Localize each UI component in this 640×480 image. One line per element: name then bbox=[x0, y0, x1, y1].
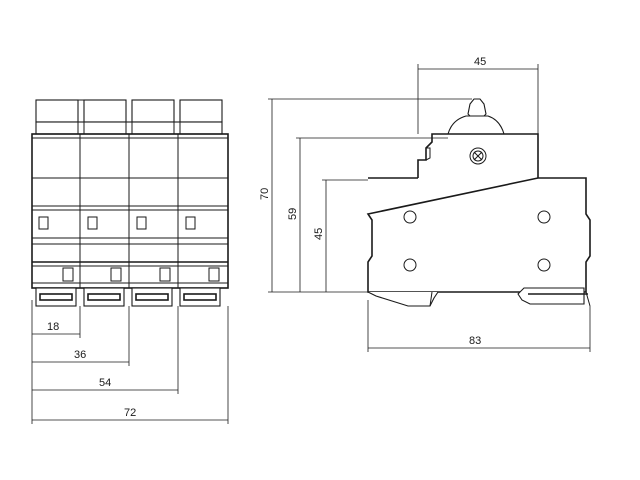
side-toggle-knob bbox=[447, 98, 505, 135]
front-view: 18 36 54 72 bbox=[31, 99, 229, 424]
dim-label-36: 36 bbox=[74, 349, 86, 361]
dim-label-70: 70 bbox=[259, 188, 271, 200]
dim-label-54: 54 bbox=[99, 377, 111, 389]
side-lower-body bbox=[366, 177, 591, 293]
side-terminal-holes bbox=[403, 210, 551, 272]
dim-label-top-45: 45 bbox=[474, 56, 486, 68]
front-top-caps bbox=[35, 99, 223, 135]
front-body bbox=[31, 133, 229, 289]
dim-label-72: 72 bbox=[124, 407, 136, 419]
front-din-clips bbox=[35, 287, 221, 307]
dim-label-18: 18 bbox=[47, 321, 59, 333]
side-upper-body bbox=[417, 133, 539, 178]
front-windows-lower bbox=[62, 267, 220, 282]
front-windows-upper bbox=[38, 216, 196, 230]
dim-label-83: 83 bbox=[469, 335, 481, 347]
dim-label-59: 59 bbox=[287, 208, 299, 220]
side-din-clip bbox=[367, 287, 591, 307]
dim-label-lower-45: 45 bbox=[313, 228, 325, 240]
side-screw bbox=[469, 147, 487, 165]
side-view: 45 70 59 45 83 bbox=[259, 56, 591, 352]
front-dimension-lines bbox=[31, 300, 229, 424]
side-dimension-lines bbox=[268, 64, 591, 352]
